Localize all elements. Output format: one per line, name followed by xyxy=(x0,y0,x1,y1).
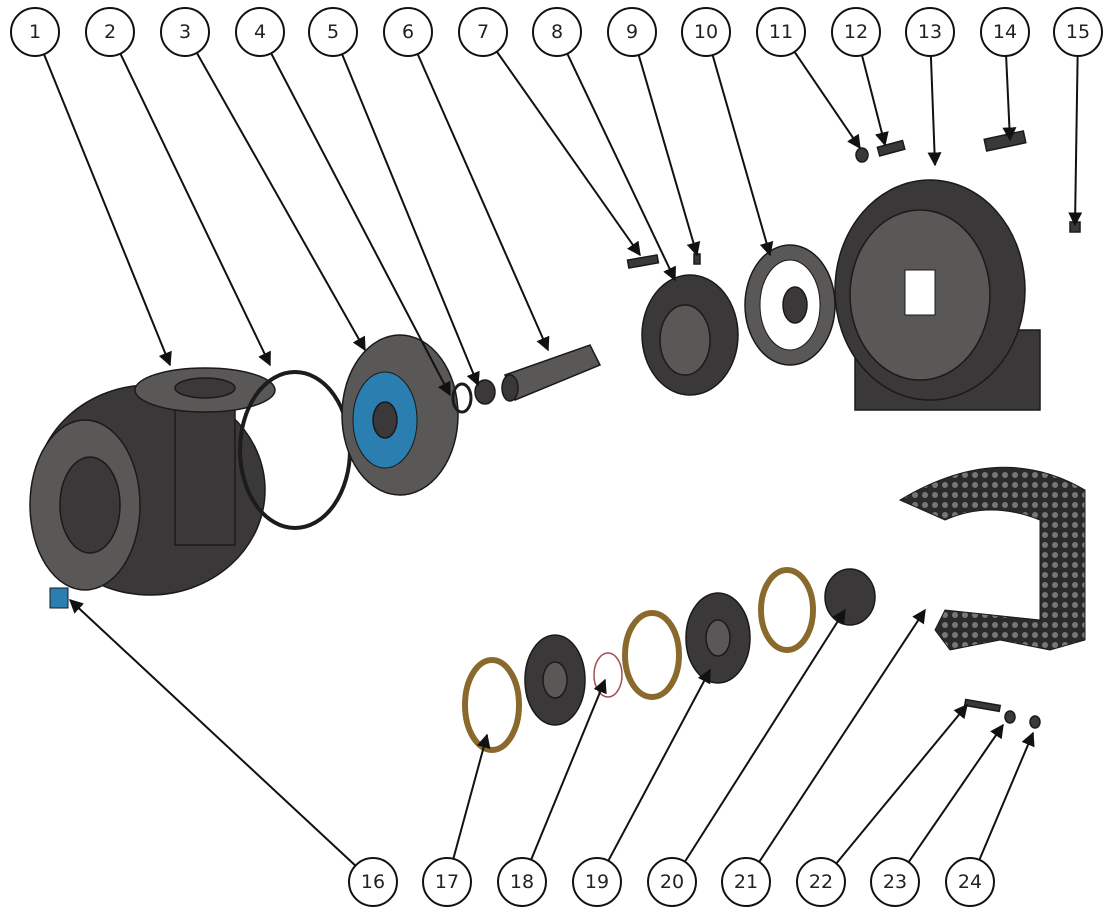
balloon-number: 13 xyxy=(918,21,942,43)
leader-line xyxy=(566,53,676,282)
balloon-number: 15 xyxy=(1066,21,1090,43)
balloon-number: 14 xyxy=(993,21,1017,43)
leader-line xyxy=(119,53,271,367)
part-balloon: 10 xyxy=(681,7,731,57)
part-balloon: 14 xyxy=(980,7,1030,57)
balloon-number: 23 xyxy=(883,871,907,893)
leader-line xyxy=(43,53,172,367)
part-balloon: 22 xyxy=(796,857,846,907)
part-19-bearing xyxy=(685,592,751,684)
leader-line xyxy=(907,723,1004,863)
balloon-number: 24 xyxy=(958,871,982,893)
balloon-number: 16 xyxy=(361,871,385,893)
part-balloon: 16 xyxy=(348,857,398,907)
part-23-screw xyxy=(963,698,1002,713)
part-3-impeller xyxy=(341,334,459,496)
balloon-number: 2 xyxy=(104,21,116,43)
balloon-number: 7 xyxy=(477,21,489,43)
leader-line xyxy=(978,731,1035,861)
part-24-washer xyxy=(1004,710,1041,729)
part-19-gasket xyxy=(622,610,682,700)
leader-line xyxy=(927,55,942,167)
leader-line xyxy=(452,733,491,860)
leader-line xyxy=(637,54,701,257)
part-10-adapter-ring xyxy=(744,244,836,366)
balloon-number: 6 xyxy=(402,21,414,43)
part-balloon: 6 xyxy=(383,7,433,57)
part-14-bolt xyxy=(983,130,1027,152)
part-11-washer xyxy=(855,147,869,163)
balloon-number: 8 xyxy=(551,21,563,43)
leader-line xyxy=(793,51,861,150)
part-balloon: 5 xyxy=(308,7,358,57)
balloon-number: 1 xyxy=(29,21,41,43)
leader-line xyxy=(416,53,550,352)
part-balloon: 7 xyxy=(458,7,508,57)
balloon-number: 9 xyxy=(626,21,638,43)
balloon-number: 19 xyxy=(585,871,609,893)
part-13-bearing-frame xyxy=(834,179,1041,411)
balloon-number: 3 xyxy=(179,21,191,43)
balloon-number: 20 xyxy=(660,871,684,893)
part-balloon: 9 xyxy=(607,7,657,57)
part-balloon: 21 xyxy=(721,857,771,907)
leader-line xyxy=(758,608,926,863)
part-5-nut xyxy=(474,379,496,405)
part-16-drain-plug xyxy=(49,587,69,609)
part-balloon: 19 xyxy=(572,857,622,907)
leader-line xyxy=(860,54,889,147)
part-balloon: 15 xyxy=(1053,7,1103,57)
part-8-seal-plate xyxy=(641,274,739,396)
leader-line xyxy=(495,51,641,257)
leader-line xyxy=(684,608,846,863)
part-balloon: 8 xyxy=(532,7,582,57)
part-balloon: 12 xyxy=(831,7,881,57)
part-17-gasket xyxy=(462,657,522,753)
part-balloon: 13 xyxy=(905,7,955,57)
part-balloon: 17 xyxy=(422,857,472,907)
leader-line xyxy=(711,54,774,257)
part-balloon: 20 xyxy=(647,857,697,907)
balloon-number: 12 xyxy=(844,21,868,43)
part-balloon: 24 xyxy=(945,857,995,907)
leader-line xyxy=(270,52,451,397)
part-20-gasket xyxy=(758,567,816,653)
part-balloon: 1 xyxy=(10,7,60,57)
leader-line xyxy=(530,678,607,861)
part-9-pin xyxy=(693,253,701,265)
part-4-retaining-ring xyxy=(451,382,473,414)
part-1-pump-casing xyxy=(29,367,276,596)
leader-line xyxy=(835,703,968,865)
balloon-number: 5 xyxy=(327,21,339,43)
leader-line xyxy=(607,668,711,862)
part-balloon: 2 xyxy=(85,7,135,57)
leader-line xyxy=(1002,55,1017,142)
part-7-bolt xyxy=(626,254,660,269)
part-6-shaft-sleeve xyxy=(501,344,602,402)
part-balloon: 18 xyxy=(497,857,547,907)
part-balloon: 11 xyxy=(756,7,806,57)
part-balloon: 4 xyxy=(235,7,285,57)
part-21-lock-nut xyxy=(824,568,876,626)
leader-line xyxy=(341,53,480,387)
balloon-number: 17 xyxy=(435,871,459,893)
part-balloon: 23 xyxy=(870,857,920,907)
part-18-bearing xyxy=(524,634,586,726)
leader-line xyxy=(1068,55,1083,227)
balloon-number: 21 xyxy=(734,871,758,893)
balloon-number: 18 xyxy=(510,871,534,893)
balloon-number: 11 xyxy=(769,21,793,43)
balloon-number: 4 xyxy=(254,21,266,43)
part-12-bolt xyxy=(876,139,906,157)
part-balloon: 3 xyxy=(160,7,210,57)
leader-line xyxy=(68,599,357,867)
leader-line xyxy=(195,52,366,352)
part-22-guard-mesh xyxy=(898,466,1086,651)
balloon-number: 10 xyxy=(694,21,718,43)
balloon-number: 22 xyxy=(809,871,833,893)
part-18-o-ring xyxy=(593,652,623,698)
